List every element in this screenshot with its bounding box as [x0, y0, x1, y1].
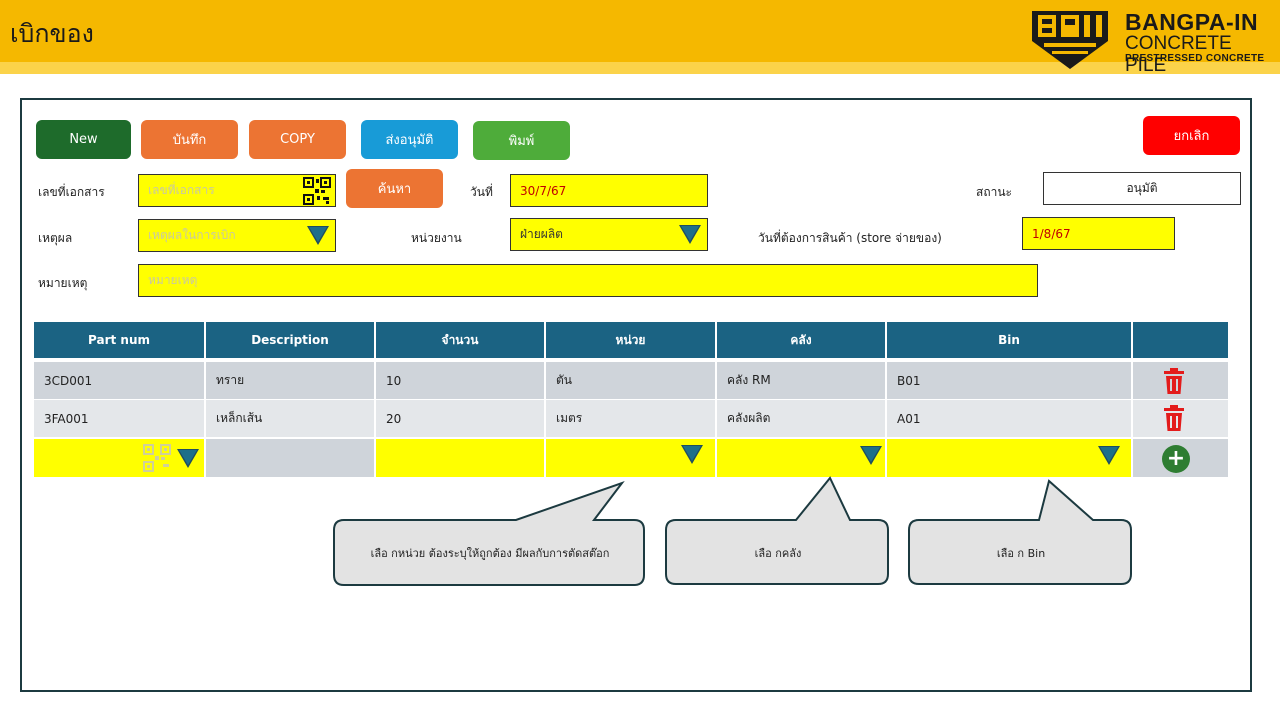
reason-chevron-down-icon[interactable]: [307, 226, 329, 245]
submit-approval-button[interactable]: ส่งอนุมัติ: [361, 120, 458, 159]
copy-button[interactable]: COPY: [249, 120, 346, 159]
part-num-cell: 3CD001: [34, 362, 206, 399]
column-header-bin: Bin: [887, 322, 1133, 358]
store-callout-text: เลือ กคลัง: [754, 547, 802, 560]
bin-chevron-down-icon[interactable]: [1098, 446, 1120, 465]
bin-cell: B01: [887, 362, 1133, 399]
column-header-part-num: Part num: [34, 322, 206, 358]
required-date-label: วันที่ต้องการสินค้า (store จ่ายของ): [758, 231, 942, 245]
bin-select[interactable]: [887, 439, 1133, 477]
note-label: หมายเหตุ: [38, 276, 88, 290]
brand-subtitle: CONCRETE PILE: [1125, 33, 1232, 76]
store-chevron-down-icon[interactable]: [860, 446, 882, 465]
store-callout-bubble: [665, 476, 889, 585]
trash-icon[interactable]: [1163, 368, 1185, 394]
date-field[interactable]: 30/7/67: [510, 174, 708, 207]
cancel-button[interactable]: ยกเลิก: [1143, 116, 1240, 155]
qr-code-icon[interactable]: [143, 444, 171, 472]
required-date-value: 1/8/67: [1032, 226, 1071, 241]
status-label: สถานะ: [976, 185, 1012, 199]
date-value: 30/7/67: [520, 183, 567, 198]
note-placeholder: หมายเหตุ: [148, 273, 198, 287]
description-readonly: [206, 439, 376, 477]
unit-cell: เมตร: [546, 400, 717, 437]
unit-label: หน่วยงาน: [411, 231, 462, 245]
column-header-quantity: จำนวน: [376, 322, 546, 358]
quantity-cell: 10: [376, 362, 546, 399]
unit-chevron-down-icon[interactable]: [679, 225, 701, 244]
bin-cell: A01: [887, 400, 1133, 437]
bin-callout: เลือ ก Bin: [908, 479, 1133, 586]
new-button[interactable]: New: [36, 120, 131, 159]
part-num-cell: 3FA001: [34, 400, 206, 437]
bin-callout-text: เลือ ก Bin: [996, 547, 1046, 560]
search-button[interactable]: ค้นหา: [346, 169, 443, 208]
table-row: 3FA001 เหล็กเส้น 20 เมตร คลังผลิต A01: [34, 400, 1228, 437]
doc-no-label: เลขที่เอกสาร: [38, 185, 105, 199]
store-callout: เลือ กคลัง: [665, 476, 890, 586]
reason-dropdown[interactable]: เหตุผลในการเบิก: [138, 219, 336, 252]
quantity-cell: 20: [376, 400, 546, 437]
new-item-row: [34, 439, 1228, 477]
bin-callout-bubble: [908, 479, 1132, 585]
add-row-button[interactable]: +: [1162, 445, 1190, 473]
reason-placeholder: เหตุผลในการเบิก: [148, 228, 236, 242]
unit-chevron-down-icon[interactable]: [681, 445, 703, 464]
brand-name: BANGPA-IN: [1125, 9, 1259, 35]
save-button[interactable]: บันทึก: [141, 120, 238, 159]
part-num-chevron-down-icon[interactable]: [177, 449, 199, 468]
brand-tagline: PRESTRESSED CONCRETE: [1125, 53, 1265, 64]
bpi-logo-icon: [1032, 11, 1108, 69]
unit-callout-bubble: [333, 480, 645, 586]
store-cell: คลังผลิต: [717, 400, 887, 437]
column-header-unit: หน่วย: [546, 322, 717, 358]
doc-no-placeholder: เลขที่เอกสาร: [148, 183, 215, 197]
description-cell: ทราย: [206, 362, 376, 399]
qr-code-icon[interactable]: [303, 177, 331, 205]
note-input[interactable]: หมายเหตุ: [138, 264, 1038, 297]
table-row: 3CD001 ทราย 10 ตัน คลัง RM B01: [34, 362, 1228, 399]
store-select[interactable]: [717, 439, 887, 477]
date-label: วันที่: [470, 185, 493, 199]
unit-callout-text: เลือ กหน่วย ต้องระบุให้ถูกต้อง มีผลกับกา…: [370, 547, 610, 560]
print-button[interactable]: พิมพ์: [473, 121, 570, 160]
column-header-description: Description: [206, 322, 376, 358]
trash-icon[interactable]: [1163, 405, 1185, 431]
status-field: อนุมัติ: [1043, 172, 1241, 205]
unit-cell: ตัน: [546, 362, 717, 399]
unit-dropdown[interactable]: ฝ่ายผลิต: [510, 218, 708, 251]
description-cell: เหล็กเส้น: [206, 400, 376, 437]
column-header-store: คลัง: [717, 322, 887, 358]
reason-label: เหตุผล: [38, 231, 73, 245]
company-logo: BANGPA-IN CONCRETE PILE PRESTRESSED CONC…: [1030, 7, 1275, 76]
table-header: Part num Description จำนวน หน่วย คลัง Bi…: [34, 322, 1228, 358]
quantity-input[interactable]: [376, 439, 546, 477]
header-bar: เบิกของ BANGPA-IN CONCRETE PILE PRESTRES…: [0, 0, 1280, 76]
required-date-field[interactable]: 1/8/67: [1022, 217, 1175, 250]
page-title: เบิกของ: [10, 19, 94, 48]
store-cell: คลัง RM: [717, 362, 887, 399]
column-header-actions: [1133, 322, 1228, 358]
unit-callout: เลือ กหน่วย ต้องระบุให้ถูกต้อง มีผลกับกา…: [333, 480, 646, 587]
status-value: อนุมัติ: [1126, 181, 1158, 195]
unit-value: ฝ่ายผลิต: [520, 227, 563, 241]
